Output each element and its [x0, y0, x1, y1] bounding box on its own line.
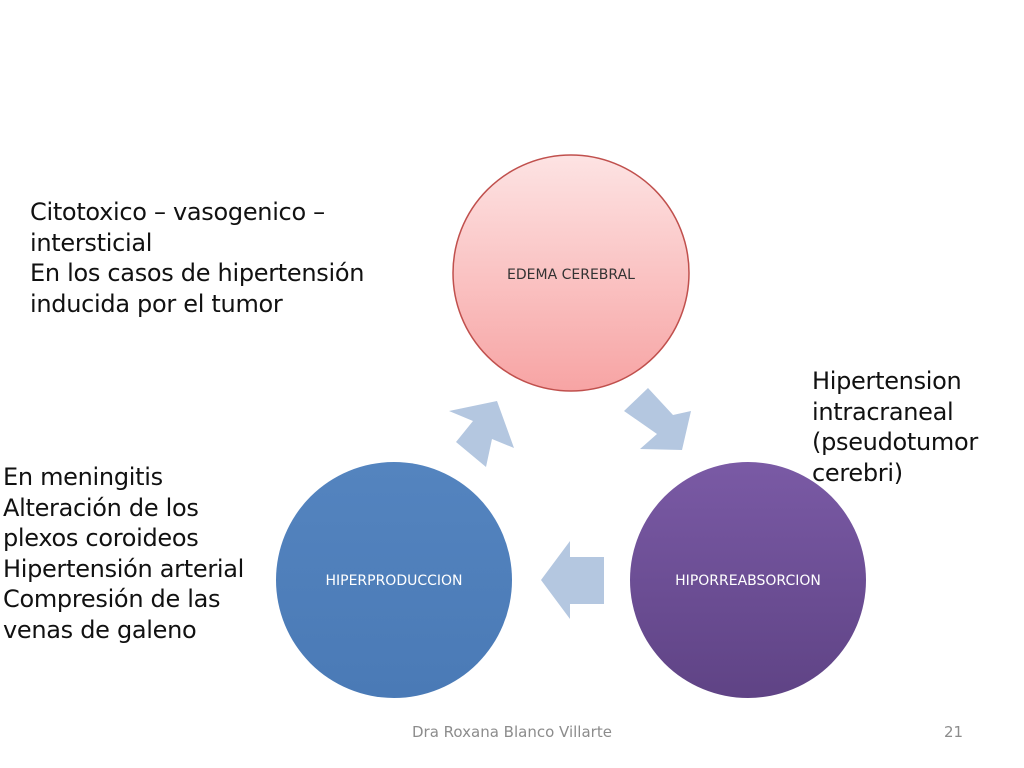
note-line: intersticial: [30, 228, 153, 257]
note-line: venas de galeno: [3, 615, 197, 644]
node-hiperproduccion-label: HIPERPRODUCCION: [325, 573, 462, 589]
footer-author: Dra Roxana Blanco Villarte: [412, 723, 612, 741]
note-line: Hipertension: [812, 367, 962, 395]
note-edema-types: Citotoxico – vasogenico – intersticial E…: [30, 197, 364, 319]
note-line: intracraneal: [812, 397, 954, 426]
note-line: En meningitis: [3, 463, 163, 491]
note-line: (pseudotumor: [812, 428, 978, 456]
note-hiperproduccion-causes: En meningitis Alteración de los plexos c…: [3, 462, 244, 645]
node-edema-cerebral: EDEMA CEREBRAL: [452, 154, 690, 392]
slide-number: 21: [944, 723, 964, 741]
arrow-hiperproduccion-to-edema: [449, 401, 514, 467]
note-line: inducida por el tumor: [30, 289, 283, 318]
node-hiperproduccion: HIPERPRODUCCION: [276, 462, 512, 698]
arrow-edema-to-hiporreabsorcion: [624, 388, 691, 450]
note-line: Hipertensión arterial: [3, 554, 245, 583]
note-line: cerebri): [812, 458, 903, 487]
note-line: En los casos de hipertensión: [30, 259, 365, 287]
note-line: plexos coroideos: [3, 524, 199, 552]
note-line: Compresión de las: [3, 585, 221, 613]
node-hiporreabsorcion-label: HIPORREABSORCION: [675, 573, 821, 589]
note-line: Citotoxico – vasogenico –: [30, 198, 325, 226]
note-hiporreabsorcion-cause: Hipertension intracraneal (pseudotumor c…: [812, 366, 978, 488]
arrow-hiporreabsorcion-to-hiperproduccion: [541, 541, 604, 619]
node-edema-label: EDEMA CEREBRAL: [507, 267, 635, 283]
note-line: Alteración de los: [3, 493, 199, 522]
node-hiporreabsorcion: HIPORREABSORCION: [630, 462, 866, 698]
